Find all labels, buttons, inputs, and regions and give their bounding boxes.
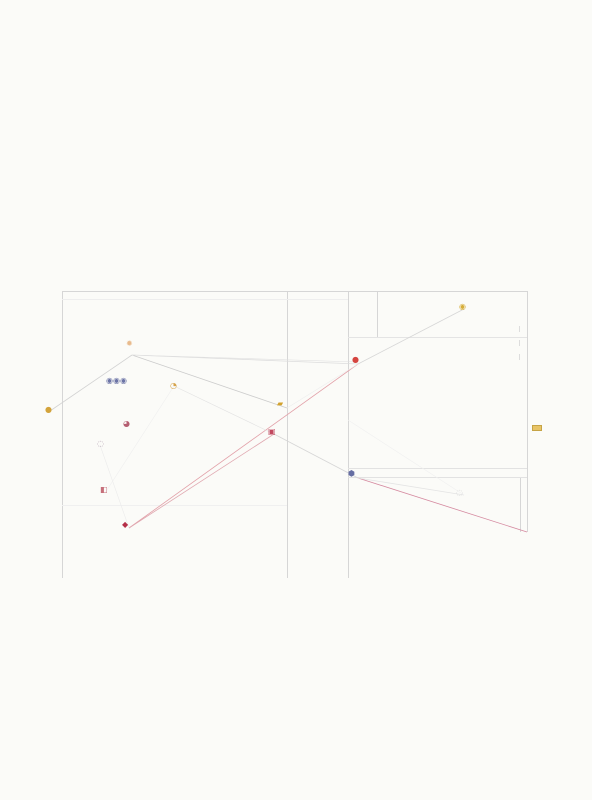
right-mid-connector — [357, 477, 465, 496]
right-tick-1 — [519, 326, 520, 332]
upper-right-short-line — [377, 291, 378, 337]
red-lower-left-connector — [128, 433, 275, 529]
upper-right-connector — [357, 308, 465, 365]
mid-small-connector — [173, 385, 275, 435]
upper-right-divider — [348, 337, 527, 338]
left-header-line — [62, 299, 287, 300]
small-yellow-node-icon: ◔ — [170, 381, 177, 390]
top-bridge-connector — [131, 354, 359, 365]
middle-right-boundary-line — [348, 291, 349, 578]
left-mid-node-icon: ◌ — [97, 439, 104, 448]
center-diagonal-connector — [273, 433, 359, 479]
center-yellow-node-icon: ▰ — [277, 399, 284, 408]
right-faint-link — [347, 419, 465, 496]
left-cluster-node-icon: ◉◉◉ — [106, 376, 127, 385]
far-right-yellow-tag — [532, 425, 542, 431]
left-vertical-connector — [99, 444, 130, 529]
lower-right-divider-2 — [348, 477, 527, 478]
upper-middle-connector — [131, 354, 288, 409]
lower-right-inner-line — [520, 477, 521, 532]
top-left-node-icon: ✹ — [126, 339, 133, 348]
center-boundary-line — [287, 291, 288, 578]
left-cross-connector — [104, 385, 175, 494]
left-upper-connector — [49, 354, 133, 412]
left-yellow-node-icon: ● — [45, 405, 52, 414]
middle-header-line — [287, 299, 348, 300]
red-long-connector — [128, 363, 359, 529]
bottom-left-red-node-icon: ◆ — [122, 520, 129, 529]
center-red-node-icon: ▣ — [268, 427, 276, 436]
right-light-node-icon: ◌ — [456, 488, 463, 497]
left-boundary-line — [62, 291, 63, 578]
left-red-small-node-icon: ◕ — [123, 419, 130, 428]
right-tick-2 — [519, 340, 520, 346]
right-blue-node-icon: ⬢ — [348, 469, 355, 478]
right-boundary-line — [527, 291, 528, 532]
right-bottom-red-connector — [357, 477, 528, 533]
upper-right-red-node-icon: ● — [352, 355, 359, 364]
small-upper-link — [286, 363, 359, 409]
right-tick-3 — [519, 354, 520, 360]
left-lower-divider — [62, 505, 287, 506]
top-bridge-connector-2 — [131, 354, 359, 363]
top-boundary-line — [62, 291, 528, 292]
lower-right-divider — [348, 468, 527, 469]
top-right-yellow-node-icon: ◉ — [459, 302, 466, 311]
left-bottom-small-node-icon: ◧ — [100, 485, 108, 494]
